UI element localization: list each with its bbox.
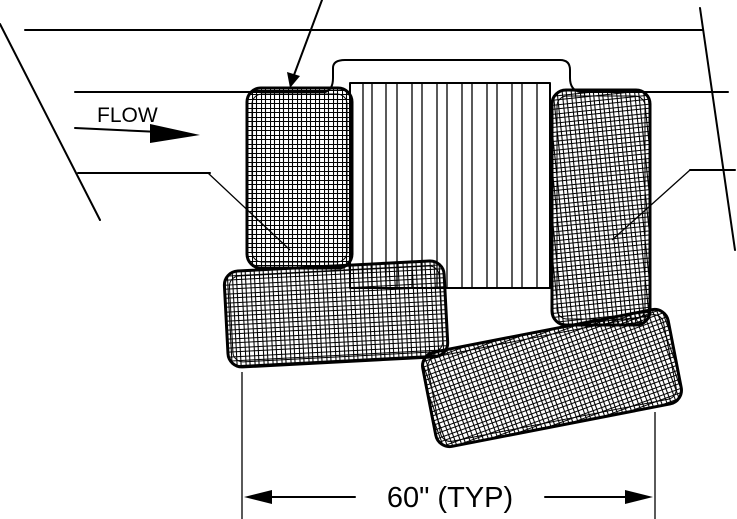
flow-indicator: FLOW (74, 104, 200, 143)
dimension-60-typ: 60" (TYP) (241, 372, 656, 519)
leader-arrow (287, 0, 323, 88)
flow-label: FLOW (97, 104, 158, 127)
flow-arrowhead (150, 124, 200, 143)
rock-roll-upper-left (245, 86, 354, 270)
dimension-arrow-left (244, 490, 272, 504)
rock-roll-lower-left (222, 259, 450, 369)
rock-roll-upper-right (550, 88, 652, 327)
dimension-arrow-right (625, 490, 653, 504)
rock-roll-lower-right (421, 307, 683, 449)
dimension-label: 60" (TYP) (387, 482, 513, 514)
headwall-outline (324, 59, 591, 93)
culvert-grate (349, 82, 551, 289)
